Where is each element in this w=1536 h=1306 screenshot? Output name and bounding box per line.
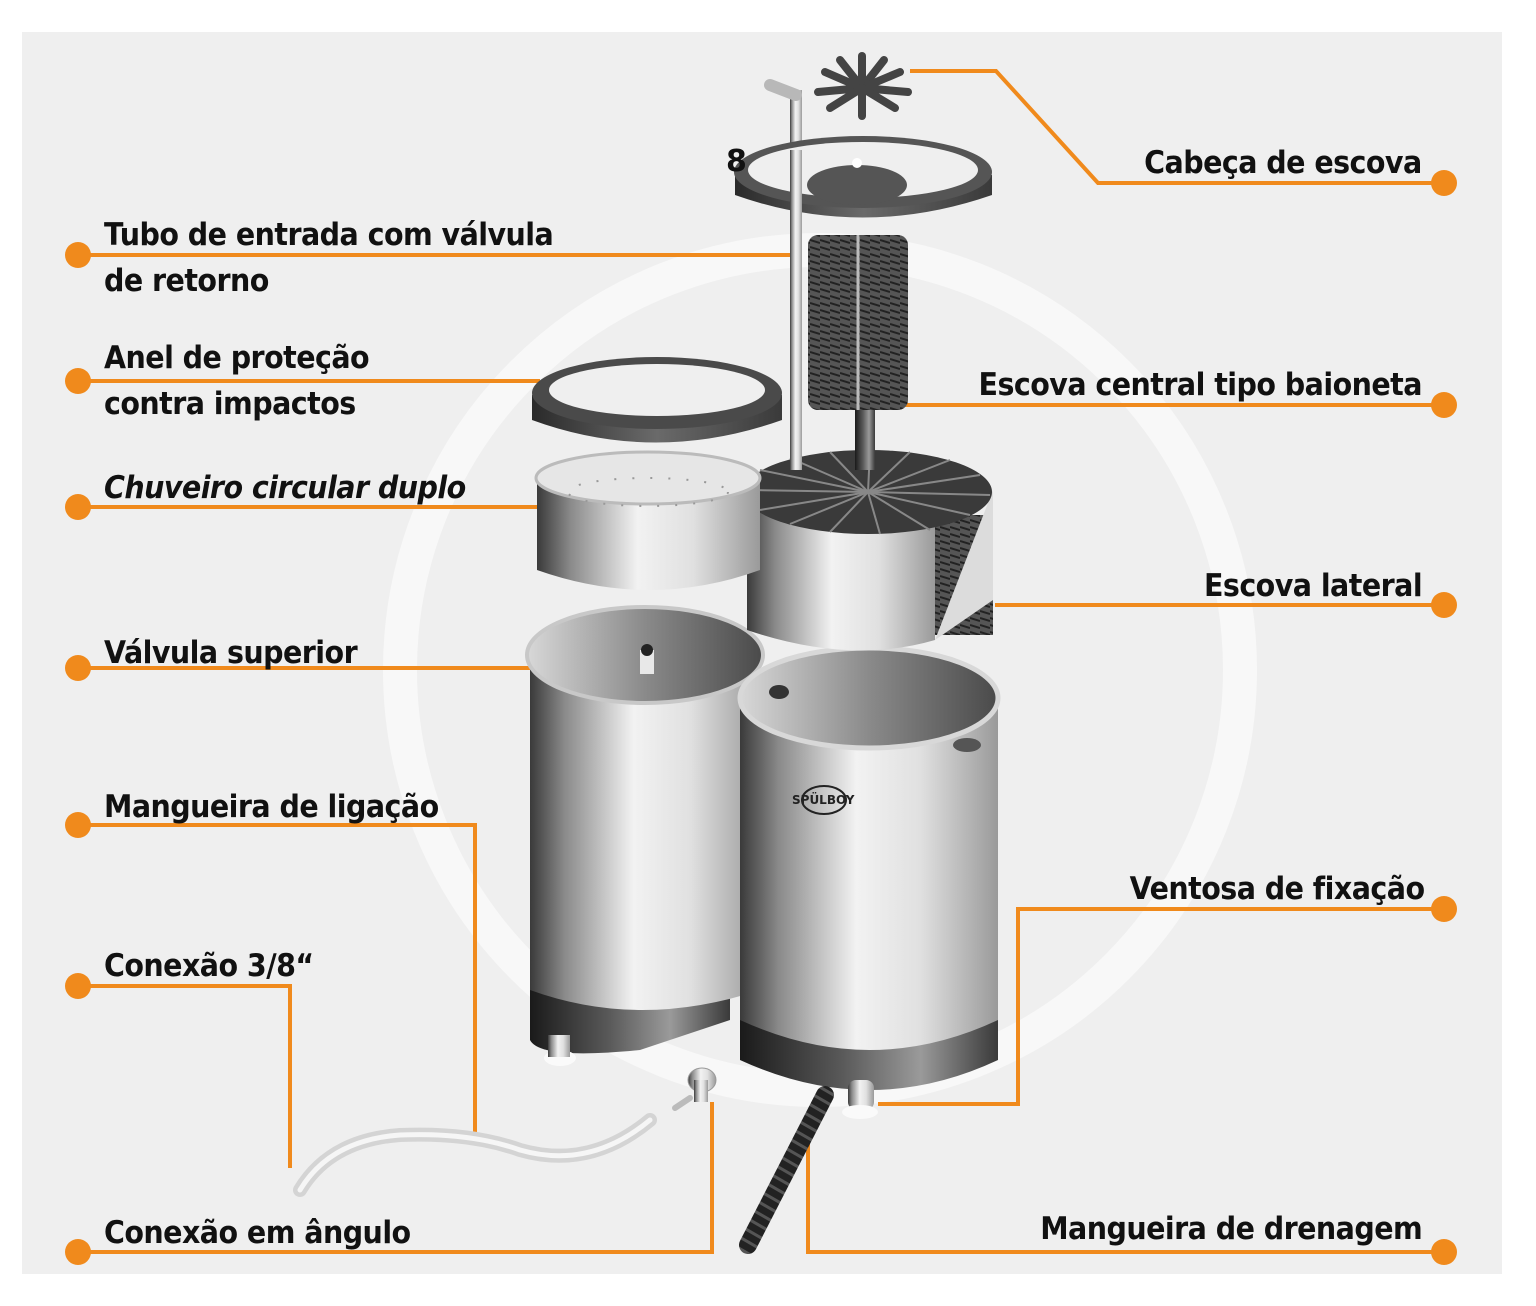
left-cylinder bbox=[525, 605, 765, 1066]
label-inlet-tube: Tubo de entrada com válvula de retorno bbox=[104, 212, 554, 304]
leader-lines bbox=[78, 69, 1444, 1254]
label-inlet-tube-line2: de retorno bbox=[104, 263, 269, 299]
bayonet-brush-part bbox=[808, 235, 908, 470]
brand-logo: SPÜLBOY bbox=[792, 785, 855, 815]
label-shower-ring: Chuveiro circular duplo bbox=[104, 470, 466, 506]
label-angle-connector: Conexão em ângulo bbox=[104, 1215, 411, 1251]
label-inlet-tube-line1: Tubo de entrada com válvula bbox=[104, 217, 554, 253]
label-drain-hose: Mangueira de drenagem bbox=[1040, 1211, 1423, 1247]
label-bayonet-brush: Escova central tipo baioneta bbox=[978, 367, 1423, 403]
label-protection-ring-line2: contra impactos bbox=[104, 386, 356, 422]
leader-dots bbox=[65, 170, 1457, 1265]
label-suction-cup: Ventosa de fixação bbox=[1129, 871, 1424, 907]
brush-head-part bbox=[814, 52, 912, 120]
angle-connector-part bbox=[672, 1067, 717, 1111]
label-connection-hose: Mangueira de ligação bbox=[104, 789, 439, 825]
label-side-brush: Escova lateral bbox=[1203, 568, 1423, 604]
label-brush-head: Cabeça de escova bbox=[1144, 145, 1422, 181]
svg-text:SPÜLBOY: SPÜLBOY bbox=[792, 792, 855, 807]
side-brush-part bbox=[744, 449, 993, 651]
shower-ring-part bbox=[534, 450, 762, 590]
right-cylinder: SPÜLBOY bbox=[737, 645, 1001, 1119]
label-connector-3-8: Conexão 3/8“ bbox=[104, 948, 314, 984]
label-upper-valve: Válvula superior bbox=[104, 635, 358, 671]
stray-glyph: 8 bbox=[726, 144, 747, 179]
drain-hose bbox=[739, 1086, 834, 1254]
label-protection-ring: Anel de proteção contra impactos bbox=[104, 335, 370, 427]
protection-ring-part bbox=[532, 357, 782, 443]
top-ring-part bbox=[734, 136, 992, 240]
label-protection-ring-line1: Anel de proteção bbox=[104, 340, 370, 376]
